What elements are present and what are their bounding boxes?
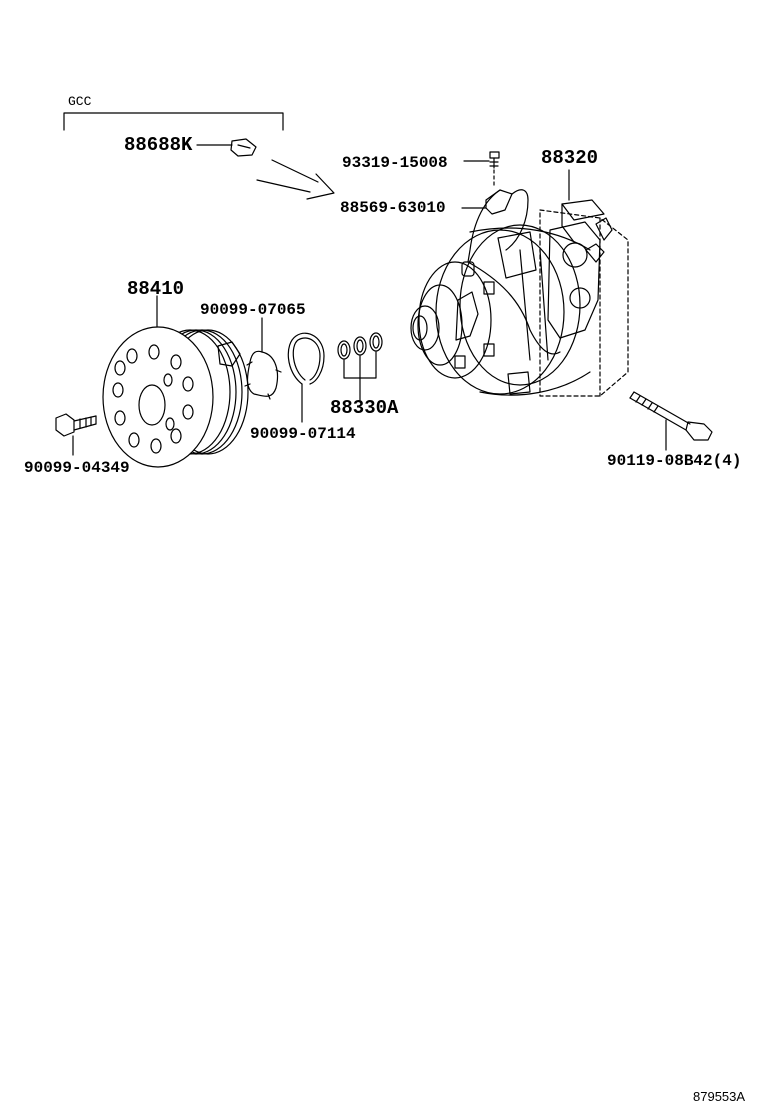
compressor-assembly <box>411 170 628 396</box>
o-rings-part <box>338 333 382 400</box>
part-number-88688K[interactable]: 88688K <box>124 134 193 156</box>
part-number-90099-04349[interactable]: 90099-04349 <box>24 459 130 477</box>
screw-part <box>464 152 499 186</box>
snap-ring-part <box>288 333 324 422</box>
gcc-bracket <box>64 113 283 130</box>
figure-number: 879553A <box>693 1089 746 1104</box>
shim-washer-part <box>245 318 281 399</box>
part-number-88569-63010[interactable]: 88569-63010 <box>340 199 446 217</box>
part-number-90119-08B42[interactable]: 90119-08B42(4) <box>607 452 742 470</box>
part-number-90099-07065[interactable]: 90099-07065 <box>200 301 306 319</box>
part-number-88410[interactable]: 88410 <box>127 278 185 300</box>
part-number-88320[interactable]: 88320 <box>541 147 599 169</box>
part-number-88330A[interactable]: 88330A <box>330 397 399 419</box>
long-bolt-part <box>630 392 712 450</box>
label-clip-part <box>197 139 256 156</box>
part-number-90099-07114[interactable]: 90099-07114 <box>250 425 356 443</box>
wire-bracket-part <box>462 190 528 276</box>
group-label: GCC <box>68 94 92 109</box>
pulley-bolt-part <box>56 414 96 455</box>
direction-arrows <box>257 160 334 199</box>
part-number-93319-15008[interactable]: 93319-15008 <box>342 154 448 172</box>
pulley-assembly <box>103 296 248 467</box>
